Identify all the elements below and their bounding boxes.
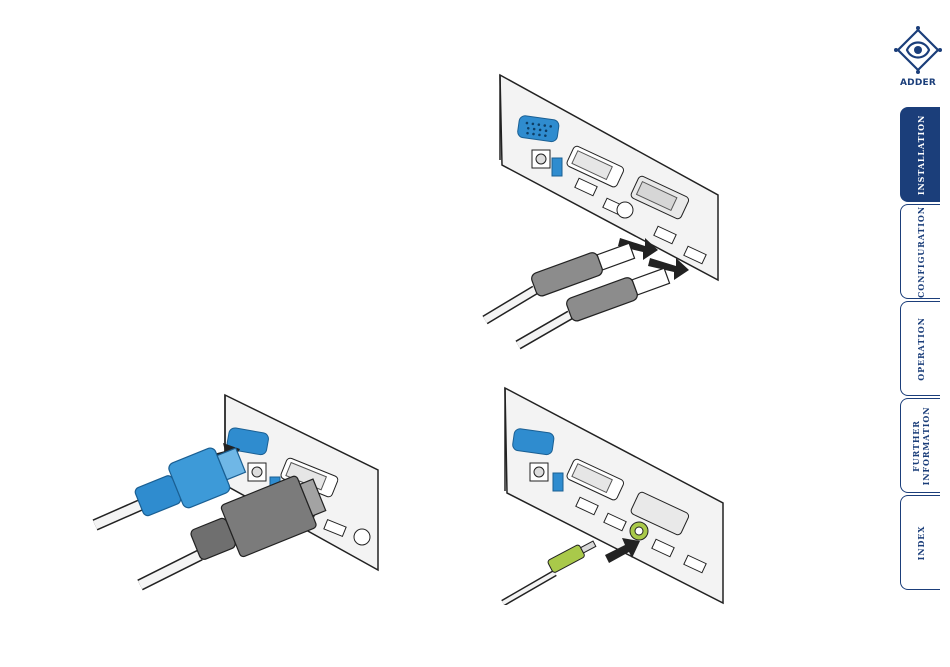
tab-operation[interactable]: OPERATION (900, 301, 940, 396)
tab-configuration[interactable]: CONFIGURATION (900, 204, 940, 299)
tab-installation[interactable]: INSTALLATION (900, 107, 940, 202)
tab-further-line1: FURTHER (911, 420, 921, 472)
tab-installation-label: INSTALLATION (916, 114, 926, 194)
tab-further-information[interactable]: FURTHER INFORMATION (900, 398, 940, 493)
tab-operation-label: OPERATION (916, 317, 926, 381)
usb-cables-connection-icon (480, 70, 720, 355)
tab-index[interactable]: INDEX (900, 495, 940, 590)
tab-configuration-label: CONFIGURATION (916, 206, 926, 298)
tab-further-line2: INFORMATION (921, 406, 931, 485)
adder-snake-logo-icon (893, 26, 943, 78)
vga-dvi-cables-connection-icon (90, 385, 380, 600)
tab-index-label: INDEX (916, 525, 926, 560)
tab-further-information-label: FURTHER INFORMATION (911, 406, 931, 485)
brand-logo-text: ADDER (891, 78, 945, 88)
audio-jack-connection-icon (495, 383, 725, 605)
